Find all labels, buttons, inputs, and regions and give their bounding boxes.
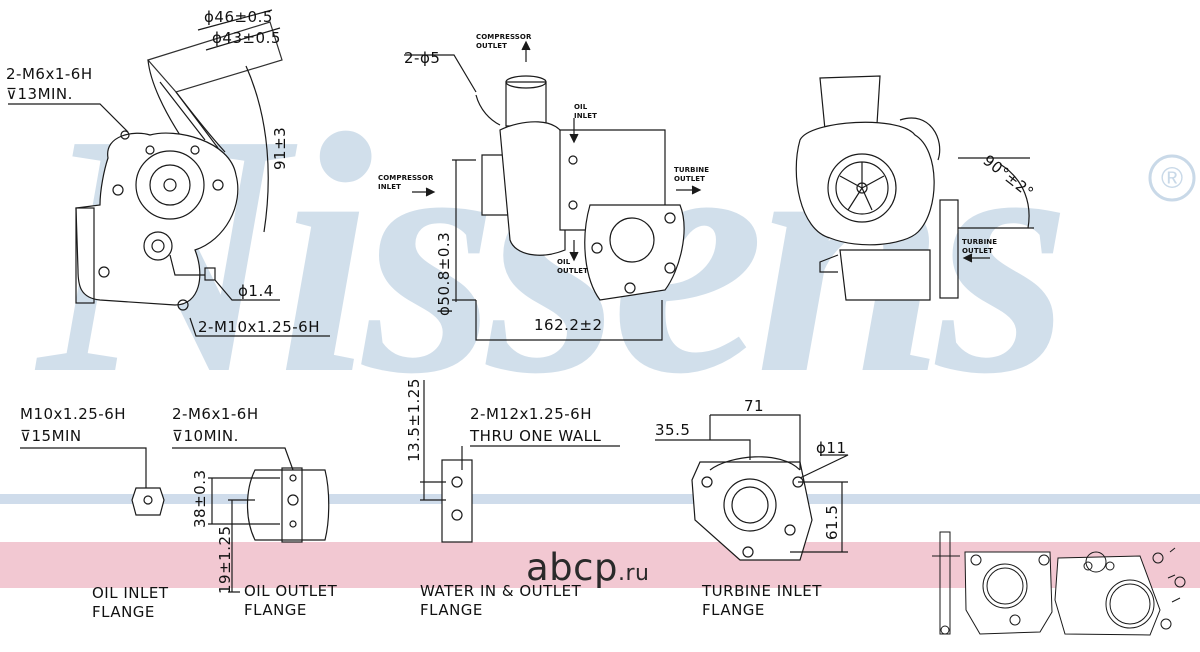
turbine-dim355: 35.5	[655, 421, 691, 439]
water-note: THRU ONE WALL	[470, 427, 602, 445]
oil-inlet-2: INLET	[574, 112, 597, 120]
side-holes: 2-ϕ5	[404, 49, 441, 67]
water-dim135: 13.5±1.25	[405, 378, 423, 462]
oil-inlet-thread: M10x1.25-6H	[20, 405, 127, 423]
turbine-inlet-flange-view	[655, 414, 849, 561]
registered-mark: ®	[1161, 162, 1183, 195]
front-thread-top: 2-M6x1-6H	[6, 65, 93, 83]
turbine-title-1: TURBINE INLET	[702, 582, 822, 600]
registered-mark-ring	[1148, 154, 1196, 202]
front-view	[8, 9, 330, 337]
compressor-outlet-1: COMPRESSOR	[476, 33, 532, 41]
site-watermark-tld: .ru	[618, 561, 650, 586]
front-thread-bottom: 2-M10x1.25-6H	[198, 318, 320, 336]
front-dia14: ϕ1.4	[238, 282, 274, 300]
oil-inlet-flange-view	[20, 447, 165, 516]
water-title-2: FLANGE	[420, 601, 483, 619]
turbine-dia11: ϕ11	[816, 439, 847, 457]
oil-outlet-dim38: 38±0.3	[191, 469, 209, 528]
water-title-1: WATER IN & OUTLET	[420, 582, 582, 600]
site-watermark: abcp.ru	[526, 546, 649, 589]
blue-band	[0, 494, 1200, 504]
oil-inlet-depth: ⊽15MIN	[20, 427, 82, 445]
front-dia43: ϕ43±0.5	[212, 29, 281, 47]
side-len1622: 162.2±2	[534, 316, 603, 334]
turbine-dim615: 61.5	[823, 504, 841, 540]
side-view	[404, 40, 702, 341]
oil-outlet-thread: 2-M6x1-6H	[172, 405, 259, 423]
compressor-outlet-2: OUTLET	[476, 42, 508, 50]
water-flange-view	[420, 380, 620, 543]
turbine-outlet-1: TURBINE	[674, 166, 710, 174]
gasket-set-view	[932, 531, 1186, 636]
turbine-title-2: FLANGE	[702, 601, 765, 619]
site-watermark-name: abcp	[526, 546, 618, 589]
oil-inlet-1: OIL	[574, 103, 588, 111]
turbine-outlet-2: OUTLET	[674, 175, 706, 183]
front-thread-top-depth: ⊽13MIN.	[6, 85, 73, 103]
oil-outlet-title-2: FLANGE	[244, 601, 307, 619]
rear-view	[795, 75, 1034, 301]
side-dia508: ϕ50.8±0.3	[435, 231, 453, 316]
oil-outlet-depth: ⊽10MIN.	[172, 427, 239, 445]
oil-outlet-flange-view	[172, 447, 330, 593]
oil-outlet-1: OIL	[557, 258, 571, 266]
water-thread: 2-M12x1.25-6H	[470, 405, 592, 423]
oil-inlet-title-1: OIL INLET	[92, 584, 169, 602]
compressor-inlet-1: COMPRESSOR	[378, 174, 434, 182]
rear-turbine-outlet-1: TURBINE	[962, 238, 998, 246]
oil-inlet-title-2: FLANGE	[92, 603, 155, 621]
oil-outlet-dim19: 19±1.25	[216, 525, 234, 594]
turbine-dim71: 71	[744, 397, 765, 415]
oil-outlet-title-1: OIL OUTLET	[244, 582, 338, 600]
front-dim91: 91±3	[271, 126, 289, 170]
oil-outlet-2: OUTLET	[557, 267, 589, 275]
compressor-inlet-2: INLET	[378, 183, 401, 191]
front-dia46: ϕ46±0.5	[204, 8, 273, 26]
rear-turbine-outlet-2: OUTLET	[962, 247, 994, 255]
